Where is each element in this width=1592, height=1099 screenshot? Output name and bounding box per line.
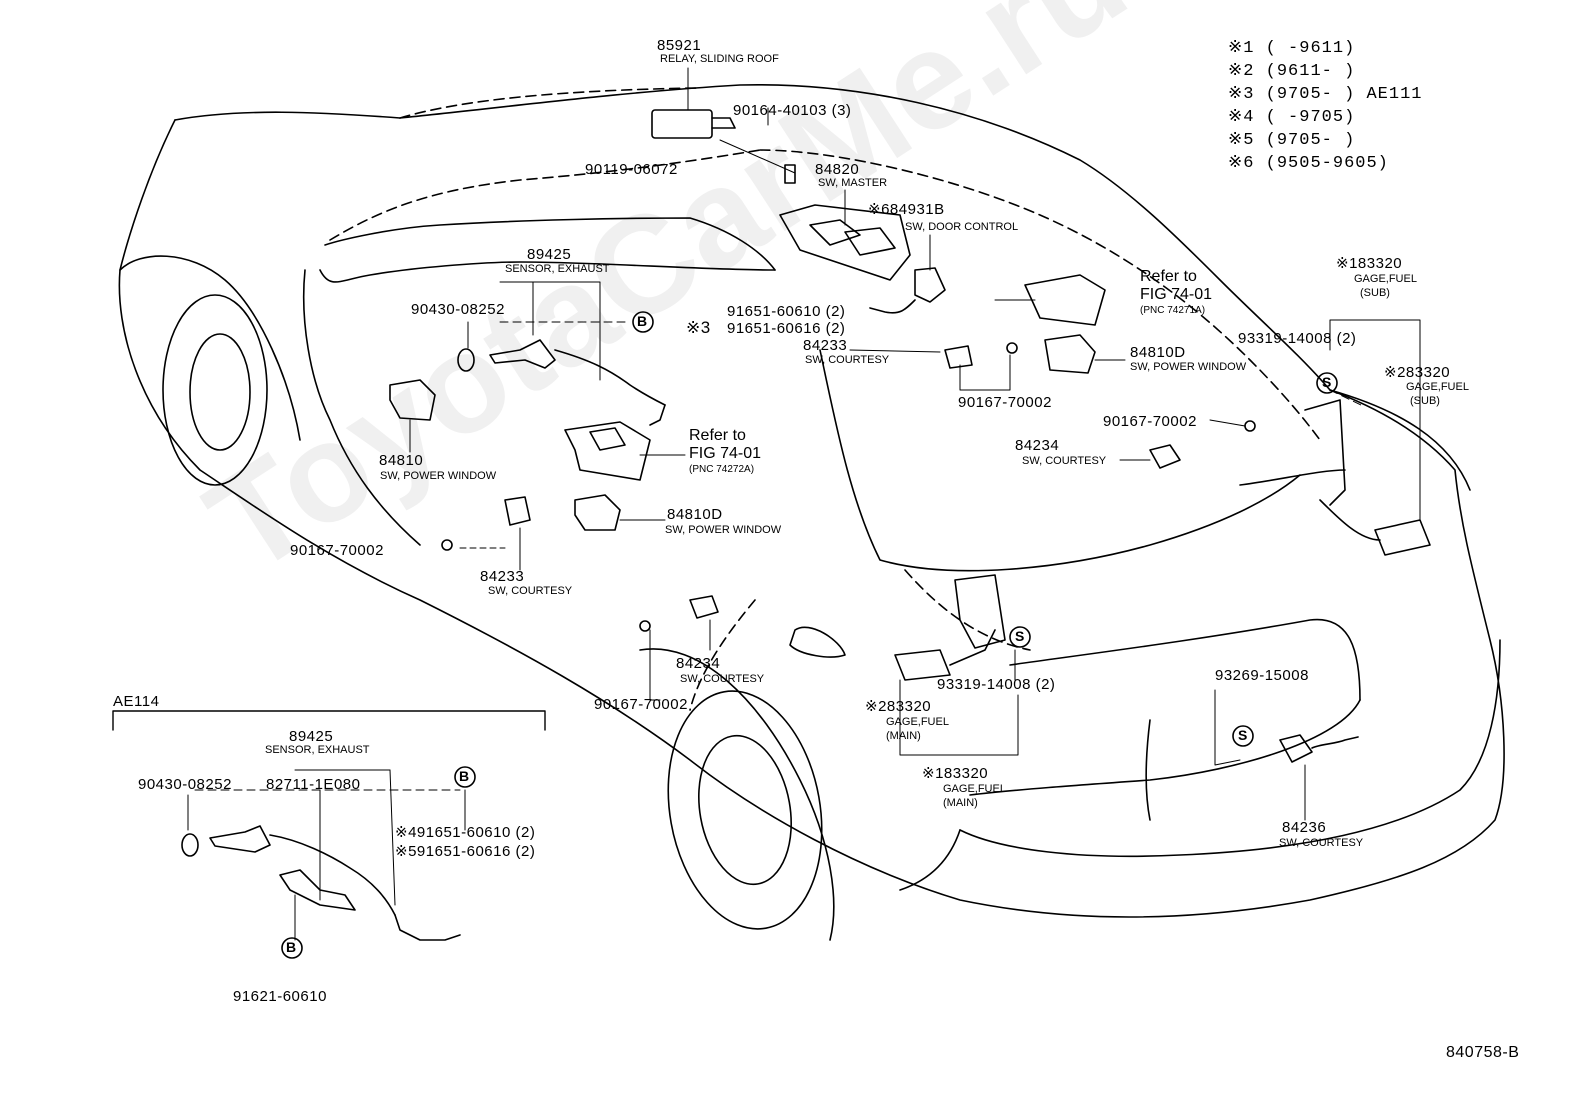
circled-b-markers [281,311,654,959]
gasket-08252-label: 90430-08252 [411,301,505,318]
fuel-gage-sub2-part-number: ※283320 [1384,364,1451,381]
inset-gasket-label: 90430-08252 [138,776,232,793]
courtesy-switch-left [441,496,531,551]
trunk-courtesy-switch [1279,734,1359,763]
power-window-right-part-name: SW, POWER WINDOW [1130,361,1247,373]
power-window-switch-mid-upper [564,421,651,481]
master-switch [779,164,911,281]
front-wheel [119,255,301,486]
screw-40103-label: 90164-40103 (3) [733,102,852,119]
circle-s-letter: S [1238,727,1248,743]
circle-b-letter: B [637,313,648,329]
master-switch-part-number: 84820 [815,161,860,178]
relay-part-number: 85921 [657,37,702,54]
courtesy-left-part-number: 84233 [480,568,525,585]
courtesy-left-part-name: SW, COURTESY [488,585,573,597]
courtesy-front-part-number: 84233 [803,337,848,354]
note-3: ※3 (9705- ) AE111 [1228,85,1423,104]
power-window-switch-right-upper [1024,274,1106,326]
part-60610-label: 91651-60610 (2) [727,303,846,320]
exhaust-sensor [457,339,666,426]
note-6: ※6 (9505-9605) [1228,154,1389,173]
door-control-part-name: SW, DOOR CONTROL [905,221,1019,233]
refer-fig-74272a-line2: FIG 74-01 [689,445,762,462]
leader-lines [187,107,1421,941]
courtesy-front-part-name: SW, COURTESY [805,354,890,366]
car-body-outline [118,83,1505,918]
note-3-marker: ※3 [686,318,711,337]
part-60616-label: 91651-60616 (2) [727,320,846,337]
rear-wheel [639,648,835,941]
power-window-left-part-name: SW, POWER WINDOW [380,470,497,482]
circle-s-letter: S [1015,628,1025,644]
power-window-right-part-number: 84810D [1130,344,1186,361]
note-1: ※1 ( -9611) [1228,39,1356,58]
circle-s-letter: S [1322,374,1332,390]
inset-60616-label: ※591651-60616 (2) [395,843,536,860]
inset-exhaust-sensor [181,825,461,941]
note-2: ※2 (9611- ) [1228,62,1356,81]
inset-1e080-label: 82711-1E080 [266,776,361,793]
bolt-70002-bottom-label: 90167-70002 [594,696,688,713]
screw-15008-label: 93269-15008 [1215,667,1309,684]
fuel-gage-main1-part-name: GAGE,FUEL [943,783,1006,795]
figure-code: 840758-B [1446,1044,1520,1061]
trunk-courtesy-part-number: 84236 [1282,819,1327,836]
fuel-gage-main2-part-number: ※283320 [865,698,932,715]
fuel-gage-sub1-qualifier: (SUB) [1360,287,1390,299]
screw-14008-top-label: 93319-14008 (2) [1238,330,1357,347]
relay-part-name: RELAY, SLIDING ROOF [660,53,779,65]
circle-b-letter: B [459,768,470,784]
screw-06072-label: 90119-06072 [585,161,678,178]
fuel-gage-sub1-part-number: ※183320 [1336,255,1403,272]
courtesy-rear-right-part-number: 84234 [1015,437,1060,454]
screw-14008-bottom-label: 93319-14008 (2) [937,676,1056,693]
ae114-bracket [112,710,546,731]
courtesy-rear-left-part-number: 84234 [676,655,721,672]
inset-60610b-label: 91621-60610 [233,988,327,1005]
power-window-left-part-number: 84810 [379,452,424,469]
courtesy-switch-rear-left [639,595,719,632]
relay-sliding-roof [651,67,736,139]
fuel-gage-main2-part-name: GAGE,FUEL [886,716,949,728]
bolt-70002-left-label: 90167-70002 [290,542,384,559]
refer-fig-74271a-pnc: (PNC 74271A) [1140,305,1206,316]
exhaust-sensor-part-number: 89425 [527,246,572,263]
exhaust-sensor-part-name: SENSOR, EXHAUST [505,263,610,275]
note-4: ※4 ( -9705) [1228,108,1356,127]
fuel-gage-main2-qualifier: (MAIN) [886,730,921,742]
refer-fig-74272a-pnc: (PNC 74272A) [689,464,755,475]
refer-fig-74271a-line2: FIG 74-01 [1140,286,1213,303]
door-control-part-number: ※684931B [868,201,945,218]
power-window-mid-part-number: 84810D [667,506,723,523]
courtesy-rear-left-part-name: SW, COURTESY [680,673,765,685]
master-switch-part-name: SW, MASTER [818,177,888,189]
trunk-courtesy-part-name: SW, COURTESY [1279,837,1364,849]
fuel-gage-sub [1239,399,1431,556]
refer-fig-74272a-line1: Refer to [689,427,746,444]
fuel-gage-main1-part-number: ※183320 [922,765,989,782]
fuel-gage-main [894,574,1006,681]
courtesy-rear-right-part-name: SW, COURTESY [1022,455,1107,467]
inset-exhaust-part-number: 89425 [289,728,334,745]
door-control-switch [869,267,946,314]
circled-s-markers [1009,372,1338,747]
circle-b-letter: B [286,939,297,955]
inset-exhaust-part-name: SENSOR, EXHAUST [265,744,370,756]
refer-fig-74271a-line1: Refer to [1140,268,1197,285]
power-window-switch-mid-lower [574,494,621,531]
power-window-mid-part-name: SW, POWER WINDOW [665,524,782,536]
note-5: ※5 (9705- ) [1228,131,1356,150]
bolt-70002-mid-label: 90167-70002 [958,394,1052,411]
fuel-gage-main1-qualifier: (MAIN) [943,797,978,809]
fuel-gage-sub1-part-name: GAGE,FUEL [1354,273,1417,285]
power-window-switch-right-lower [1044,334,1096,374]
power-window-switch-left [389,379,436,421]
fuel-gage-sub2-part-name: GAGE,FUEL [1406,381,1469,393]
fuel-gage-sub2-qualifier: (SUB) [1410,395,1440,407]
ae114-title: AE114 [113,693,160,710]
inset-60610-label: ※491651-60610 (2) [395,824,536,841]
bolt-70002-right-label: 90167-70002 [1103,413,1197,430]
